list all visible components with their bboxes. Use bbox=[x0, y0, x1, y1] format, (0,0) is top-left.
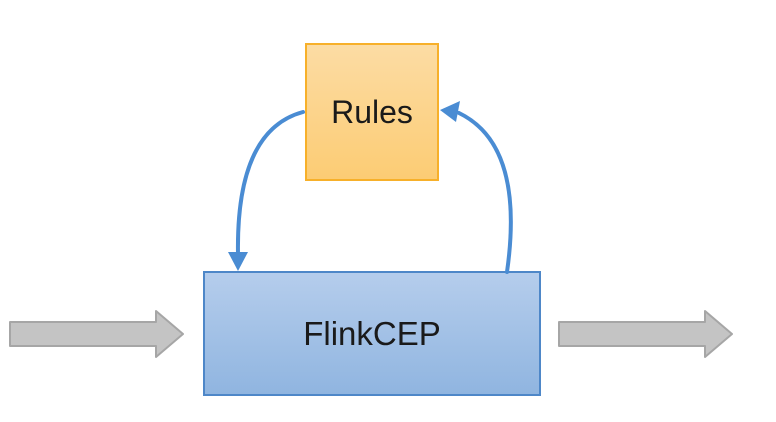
rules-to-flinkcep-curve bbox=[235, 110, 305, 256]
rules-to-flinkcep-arrowhead-icon bbox=[228, 252, 248, 271]
rules-node: Rules bbox=[305, 43, 439, 181]
input-stream-arrow-icon bbox=[9, 310, 184, 358]
output-stream-arrow-icon bbox=[558, 310, 733, 358]
rules-label: Rules bbox=[331, 93, 413, 130]
flinkcep-to-rules-arrowhead-icon bbox=[440, 101, 460, 122]
flinkcep-node: FlinkCEP bbox=[203, 271, 541, 396]
flinkcep-to-rules-curve bbox=[457, 111, 513, 274]
flinkcep-label: FlinkCEP bbox=[303, 314, 441, 352]
